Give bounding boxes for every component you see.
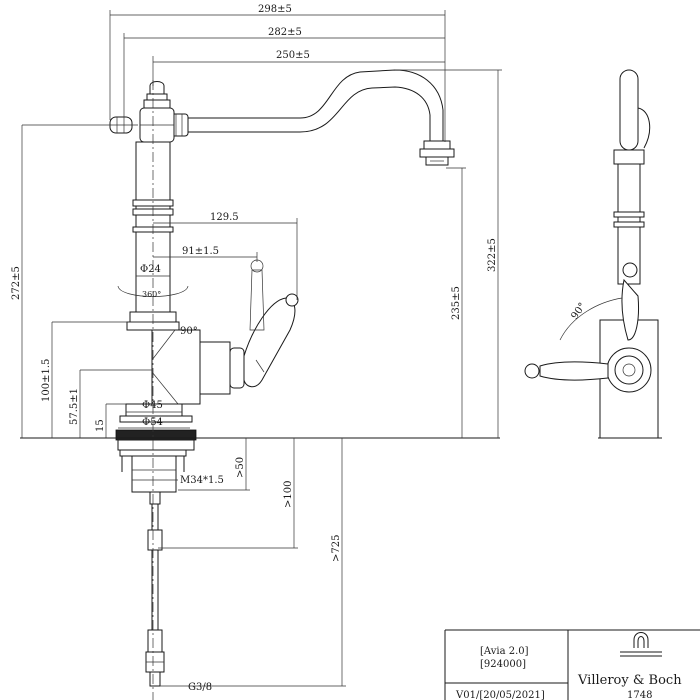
side-view-faucet — [524, 69, 662, 439]
dim-15: 15 — [95, 419, 106, 432]
dim-235: 235±5 — [451, 286, 462, 320]
dim-272: 272±5 — [11, 266, 22, 300]
dim-phi54: Φ54 — [142, 417, 163, 428]
dimension-labels: 298±5 282±5 250±5 129.5 91±1.5 Φ24 360° … — [11, 4, 589, 693]
version-date: V01/[20/05/2021] — [455, 690, 545, 700]
dim-91: 91±1.5 — [182, 246, 219, 257]
brand-name: Villeroy & Boch — [577, 673, 682, 688]
dim-g38: G3/8 — [188, 682, 212, 693]
dim-angle-90-side: 90° — [569, 301, 588, 322]
front-view-faucet — [20, 69, 500, 687]
dim-725: >725 — [331, 535, 342, 562]
dim-angle-90-front: 90° — [180, 326, 198, 337]
dim-298: 298±5 — [258, 4, 292, 15]
dim-rotation-360: 360° — [142, 290, 161, 299]
dim-100b: >100 — [283, 481, 294, 508]
dim-phi24: Φ24 — [140, 264, 161, 275]
brand-year: 1748 — [627, 690, 652, 700]
dim-phi45: Φ45 — [142, 400, 163, 411]
dim-250: 250±5 — [276, 50, 310, 61]
dim-322: 322±5 — [487, 238, 498, 272]
model-code: [924000] — [480, 659, 526, 670]
dim-m34: M34*1.5 — [180, 475, 224, 486]
dimension-lines — [21, 10, 502, 700]
villeroy-boch-arch-logo-icon — [620, 632, 662, 657]
title-block: [Avia 2.0] [924000] V01/[20/05/2021] Vil… — [444, 629, 700, 700]
dim-129-5: 129.5 — [210, 212, 239, 223]
dim-57-5: 57.5±1 — [69, 388, 80, 425]
model-name: [Avia 2.0] — [480, 646, 529, 657]
dim-100: 100±1.5 — [41, 359, 52, 402]
dim-282: 282±5 — [268, 27, 302, 38]
dim-50: >50 — [235, 457, 246, 478]
